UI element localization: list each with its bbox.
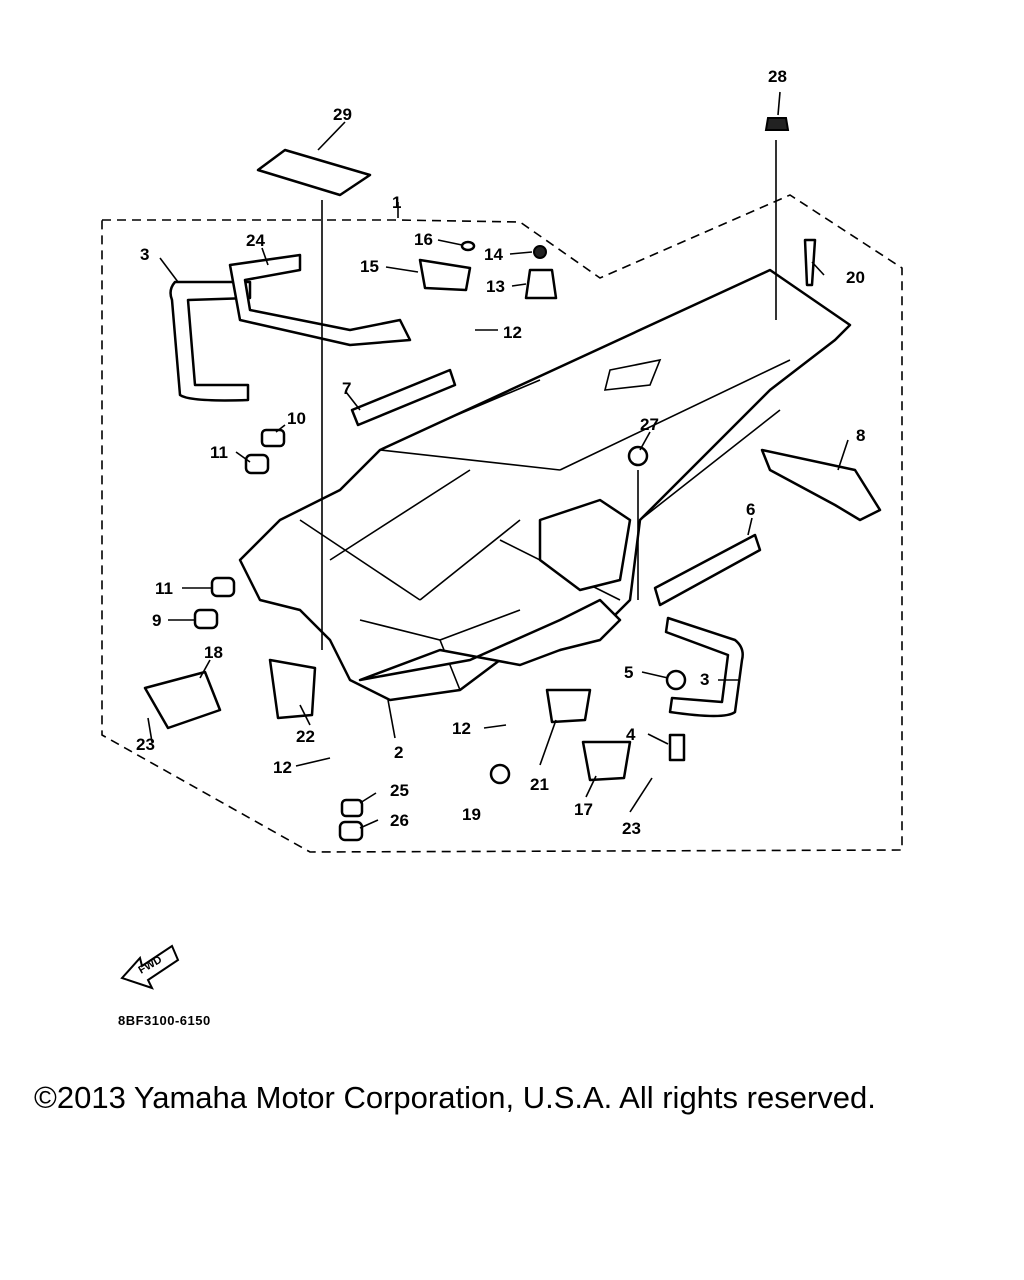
grommet-11-lower [210, 576, 236, 598]
callout-12-middle: 12 [452, 719, 471, 738]
callout-22: 22 [296, 727, 315, 746]
cover-17 [581, 740, 632, 782]
callout-18: 18 [204, 643, 223, 662]
grommet-10 [260, 428, 286, 448]
callout-9: 9 [152, 611, 161, 630]
callout-1: 1 [392, 193, 401, 212]
callout-23-right: 23 [622, 819, 641, 838]
callout-12-bottom: 12 [273, 758, 292, 777]
bumper-right [664, 616, 744, 718]
callout-11-lower: 11 [155, 579, 173, 598]
callout-5: 5 [624, 663, 633, 682]
copyright-notice: ©2013 Yamaha Motor Corporation, U.S.A. A… [34, 1080, 876, 1115]
grommet-9 [193, 608, 219, 630]
rail-6 [653, 533, 762, 607]
callout-14: 14 [484, 245, 503, 264]
callout-24: 24 [246, 231, 265, 250]
grommet-25 [340, 798, 364, 818]
cap-28 [764, 117, 790, 131]
callout-6: 6 [746, 500, 755, 519]
callout-21: 21 [530, 775, 549, 794]
pin-20 [803, 238, 817, 287]
nut-5 [665, 669, 687, 691]
callout-17: 17 [574, 800, 593, 819]
callout-19: 19 [462, 805, 481, 824]
callout-3-right: 3 [700, 670, 709, 689]
callout-28: 28 [768, 67, 787, 86]
callout-3-left: 3 [140, 245, 149, 264]
part-code: 8BF3100-6150 [118, 1013, 211, 1028]
grommet-11-upper [244, 453, 270, 475]
callout-26: 26 [390, 811, 409, 830]
fwd-arrow-icon: FWD [120, 944, 180, 990]
rail-8 [760, 448, 882, 522]
callout-25: 25 [390, 781, 409, 800]
assembly-boundary [101, 194, 903, 853]
callout-labels: 1 2 3 3 4 5 6 7 8 9 10 11 11 12 12 12 12… [136, 67, 865, 838]
plate-22 [268, 658, 317, 720]
plate-21 [545, 688, 592, 724]
bracket-15 [418, 258, 472, 292]
grommet-26 [338, 820, 364, 842]
bolt-4 [668, 733, 686, 762]
frame-assembly [238, 268, 852, 702]
bumper-left [169, 280, 252, 402]
callout-4: 4 [626, 725, 636, 744]
label-plate-29 [256, 148, 372, 197]
callout-20: 20 [846, 268, 865, 287]
callout-11-upper: 11 [210, 443, 228, 462]
bracket-7 [350, 368, 457, 427]
callout-29: 29 [333, 105, 352, 124]
callout-23-left: 23 [136, 735, 155, 754]
callout-10: 10 [287, 409, 306, 428]
callout-8: 8 [856, 426, 865, 445]
washer-16 [460, 240, 476, 252]
callout-12-top: 12 [503, 323, 522, 342]
leader-lines [147, 91, 849, 829]
grab-bar [228, 253, 412, 347]
nut-14 [533, 245, 547, 259]
cap-27 [627, 445, 649, 467]
cover-18 [143, 670, 222, 730]
bracket-13 [524, 268, 558, 300]
callout-27: 27 [640, 415, 659, 434]
callout-16: 16 [414, 230, 433, 249]
small-parts [143, 117, 817, 842]
callout-15: 15 [360, 257, 379, 276]
grommet-19 [489, 763, 511, 785]
callout-2: 2 [394, 743, 403, 762]
callout-7: 7 [342, 379, 351, 398]
callout-13: 13 [486, 277, 505, 296]
